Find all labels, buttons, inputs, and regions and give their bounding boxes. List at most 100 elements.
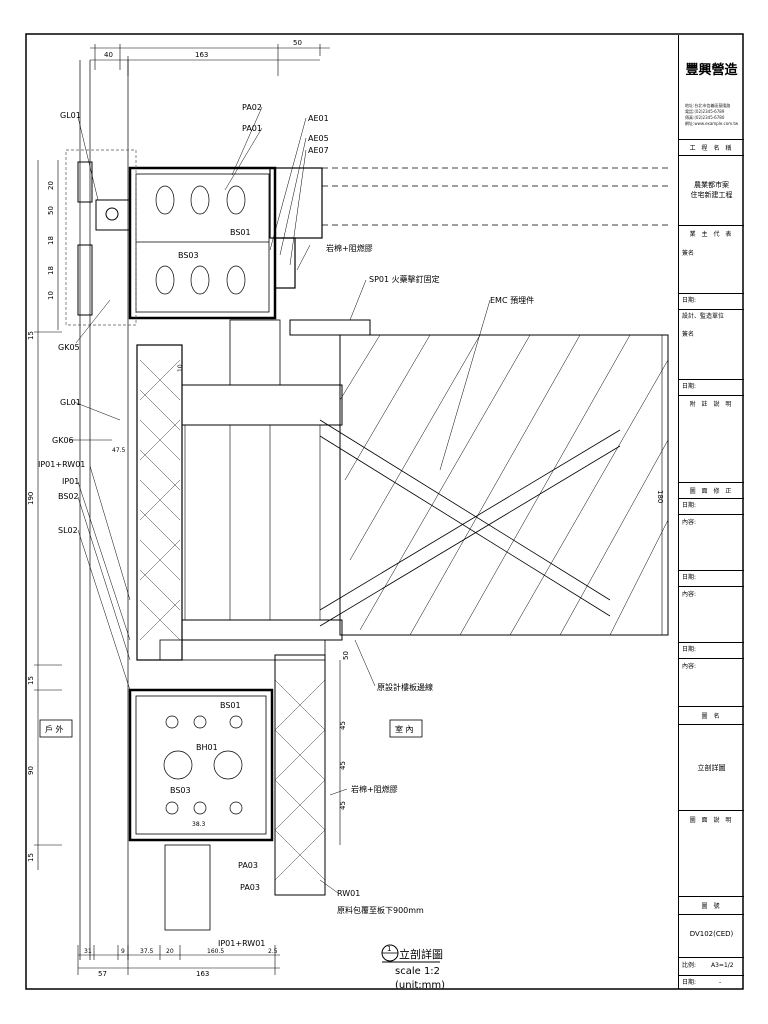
label-inner-3: BS01 <box>220 701 241 710</box>
label-bottom-code: IP01+RW01 <box>218 939 265 948</box>
note-emc: EMC 預埋件 <box>490 295 534 305</box>
label-inside: 室 內 <box>395 724 414 734</box>
drawing-desc-header: 圖 面 說 明 <box>689 817 734 824</box>
drawing-no: DV102(CED) <box>689 930 734 938</box>
label-inner-4: BH01 <box>196 743 218 752</box>
rev-date-row-2 <box>679 570 744 586</box>
owner-header: 業 主 代 表 <box>689 231 734 238</box>
sign-label-1: 簽名 <box>682 331 695 338</box>
leader-lines <box>70 106 491 894</box>
label-top-4: AE05 <box>308 134 329 143</box>
dim-right-3: 45 <box>339 721 347 730</box>
project-name-1: 農業都市案 <box>694 181 729 189</box>
dim-bottom-3: 37.5 <box>140 948 154 955</box>
bottom-dimensions <box>77 945 280 975</box>
glazing-clamp-top <box>77 161 131 316</box>
rev-content-row-1 <box>679 514 744 570</box>
rev-content-label-2: 內容: <box>682 591 697 598</box>
bracket-assembly <box>136 319 343 661</box>
label-inner-5: BS03 <box>170 786 191 795</box>
owner-header-row <box>679 225 744 241</box>
scale-row <box>679 957 744 975</box>
dim-top-2: 163 <box>195 51 208 59</box>
rev-content-row-3 <box>679 658 744 714</box>
dim-top-3: 50 <box>293 39 302 47</box>
label-inner-2: BS03 <box>178 251 199 260</box>
project-name-row <box>679 155 744 225</box>
dim-top-1: 40 <box>104 51 113 59</box>
bottom-aluminum-box <box>128 688 274 931</box>
slab-edge <box>289 319 669 636</box>
scale-label: 比例: <box>682 962 697 969</box>
dim-bottom-7: 57 <box>98 970 107 978</box>
drawing-no-header-row <box>679 896 744 914</box>
lower-wall <box>159 639 341 896</box>
design-unit-row <box>679 309 744 325</box>
company-address-2: 電話:(02)2345-6789 <box>685 109 725 114</box>
glazing-profile-top <box>65 149 137 326</box>
rev-date-label-3: 日期: <box>682 646 697 653</box>
dim-bottom-2: 9 <box>121 948 125 955</box>
dim-left-8: 15 <box>27 676 35 685</box>
scale-value: A3=1/2 <box>711 962 734 969</box>
drawing-desc-header-row <box>679 810 744 828</box>
title-text: 立剖詳圖 <box>399 947 443 961</box>
top-cap <box>269 167 668 289</box>
date-row-final <box>679 975 744 989</box>
dim-left-4: 18 <box>47 266 55 275</box>
rev-date-label-1: 日期: <box>682 502 697 509</box>
date-label-final: 日期: <box>682 979 697 986</box>
attach-header-row <box>679 395 744 411</box>
attach-header: 附 註 說 明 <box>689 401 734 408</box>
rev-content-label-1: 內容: <box>682 519 697 526</box>
dim-bottom-8: 163 <box>196 970 209 978</box>
drawing-name-row <box>679 724 744 810</box>
company-address-4: 網址:www.example.com.tw <box>685 121 739 126</box>
dim-bottom-6: 2.5 <box>268 948 278 955</box>
label-top-5: AE07 <box>308 146 329 155</box>
dim-bottom-4: 20 <box>166 948 174 955</box>
dim-left-5: 10 <box>47 291 55 300</box>
dim-bottom-1: 31 <box>84 948 92 955</box>
drawing-no-header: 圖 號 <box>701 903 722 910</box>
date-value: - <box>719 979 722 986</box>
project-header-row <box>679 139 744 155</box>
rev-content-label-3: 內容: <box>682 663 697 670</box>
rev-date-row-1 <box>679 498 744 514</box>
dim-bottom-5: 160.5 <box>207 948 224 955</box>
note-rw01-code: RW01 <box>337 889 360 898</box>
dim-right-4: 45 <box>339 761 347 770</box>
company-address-1: 地址:台北市信義區基隆路 <box>685 103 731 108</box>
outside-box <box>39 719 73 738</box>
dim-left-3: 18 <box>47 236 55 245</box>
title-scale: scale 1:2 <box>395 966 440 977</box>
revision-header-row <box>679 482 744 498</box>
company-address-3: 傳真:(02)2345-6780 <box>685 115 725 120</box>
project-header: 工 程 名 稱 <box>689 145 734 152</box>
label-left-4: GK06 <box>52 436 74 445</box>
project-name-2: 住宅新建工程 <box>690 191 733 199</box>
date-label-1: 日期: <box>682 297 697 304</box>
rev-content-row-2 <box>679 586 744 642</box>
label-left-8: SL02 <box>58 526 78 535</box>
dim-inner-1: 47.5 <box>112 447 126 454</box>
label-inner-7: PA03 <box>240 883 260 892</box>
note-sp01: SP01 火藥擊釘固定 <box>369 274 440 284</box>
note-rw01-text: 原料包覆至板下900mm <box>337 905 424 915</box>
dim-left-6: 15 <box>27 331 35 340</box>
title-unit: (unit:mm) <box>395 980 445 991</box>
design-unit: 設計、監造單位 <box>682 313 725 320</box>
dim-left-2: 50 <box>47 206 55 215</box>
mullion-lines <box>79 60 129 960</box>
label-inner-1: BS01 <box>230 228 251 237</box>
drawing-name: 立剖詳圖 <box>697 764 726 772</box>
inside-box <box>389 719 423 738</box>
label-top-3: AE01 <box>308 114 329 123</box>
dim-right-1: 180 <box>656 490 664 503</box>
title-block: 豐興營造 地址:台北市信義區基隆路 電話:(02)2345-6789 傳真:(0… <box>678 35 744 989</box>
top-dimensions <box>90 44 330 76</box>
dim-left-7: 190 <box>27 492 35 505</box>
label-top-1: PA02 <box>242 103 262 112</box>
